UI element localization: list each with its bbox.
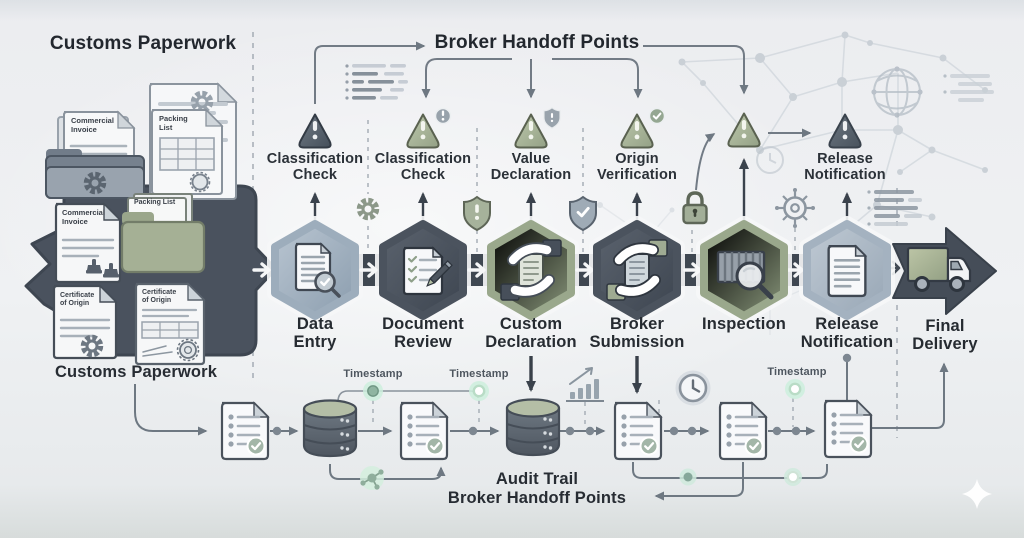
packing-list-label: Packing List [159,114,188,132]
globe-icon [871,66,923,118]
timestamp-label: Timestamp [449,368,509,380]
checkpoint-origin-verification [620,107,666,149]
checkpoint-classification-check-1 [298,113,332,149]
text-lines-icon [867,190,922,226]
text-lines-icon [345,64,408,100]
container-search-icon [716,250,774,300]
commercial-invoice-label: Commercial Invoice [62,208,105,226]
stage-release-notification [807,224,887,316]
sparkle-icon [962,479,992,509]
truck-icon [906,246,972,292]
checkpoint-label: Release Notification [804,151,886,184]
commercial-invoice-label: Commercial Invoice [71,116,114,134]
shield-alert-icon [463,196,491,231]
stage-final-delivery [892,227,997,315]
checkpoint-value-declaration [514,107,561,149]
audit-flow-dots [272,353,852,436]
audit-trail-title: Audit Trail [495,470,579,488]
stage-data-entry [275,224,355,316]
stage-label: Document Review [382,315,464,352]
timestamp-marker-open [469,381,489,401]
document-icon [827,244,867,298]
stage-inspection [704,224,784,316]
audit-document-icon [720,403,766,459]
stage-custom-declaration [491,224,571,316]
checkpoint-label: Classification Check [266,151,364,184]
clock-faint-icon [756,146,784,174]
checklist-pencil-icon [402,246,453,296]
audit-document-icon [222,403,268,459]
network-pattern [678,31,988,233]
checkpoint-classification-check-2 [406,107,452,149]
audit-loop-dot-open [784,468,802,486]
dashed-column-lines [367,120,796,427]
stage-document-review [383,224,463,316]
audit-document-icon [825,401,871,457]
customs-paperwork-bottom-label: Customs Paperwork [54,363,218,381]
stage-label: Inspection [701,315,786,333]
checkpoint-label: Value Declaration [490,151,572,184]
stage-label: Release Notification [800,315,894,352]
timestamp-marker-open [785,379,805,399]
timestamp-label: Timestamp [343,368,403,380]
database-icon [505,398,561,457]
shield-check-icon [569,196,597,231]
alert-circle-badge-icon [434,107,452,125]
customs-paperwork-title: Customs Paperwork [49,33,237,54]
document-search-icon [294,242,341,298]
stage-label: Custom Declaration [485,315,577,352]
clock-icon [675,370,711,406]
audit-subtitle: Broker Handoff Points [447,489,627,507]
audit-document-icon [615,403,661,459]
molecule-icon [360,466,384,490]
bar-chart-icon [566,367,604,402]
checkpoint-release-notification [828,113,862,149]
stage-label: Broker Submission [589,315,685,352]
audit-loop-dot-green [679,468,697,486]
warning-triangle-icon [312,121,318,140]
checkpoint-label: Origin Verification [597,151,677,184]
stage-label: Final Delivery [912,317,978,354]
hands-document-icon [606,239,668,301]
text-lines-icon [943,74,994,102]
certificate-of-origin-document-icon [134,282,206,366]
stage-broker-submission [597,224,677,316]
checkpoint-label: Classification Check [374,151,472,184]
ship-wheel-icon [775,188,815,228]
packing-list-document-icon [151,108,224,195]
broker-handoff-title: Broker Handoff Points [434,32,640,53]
lock-icon [682,191,708,225]
certificate-of-origin-label: Certificate of Origin [142,289,177,305]
packing-list-label: Packing List [134,199,176,206]
stage-label: Data Entry [293,315,337,352]
commercial-invoice-document-icon [54,202,122,284]
timestamp-label: Timestamp [767,366,827,378]
shield-badge-icon [543,107,561,129]
audit-document-icon [401,403,447,459]
title-connector-lines [314,41,812,191]
check-circle-badge-icon [648,107,666,125]
gear-icon [360,201,377,218]
database-icon [302,399,358,458]
certificate-of-origin-document-icon [52,284,118,360]
packing-list-folder-icon [120,193,206,274]
handoff-down-arrows [526,356,642,394]
hands-document-icon [500,239,562,301]
timestamp-marker-filled [363,381,383,401]
timestamp-connector-line [337,390,479,403]
folder-gray-icon [45,149,145,199]
certificate-of-origin-label: Certificate of Origin [60,292,95,308]
